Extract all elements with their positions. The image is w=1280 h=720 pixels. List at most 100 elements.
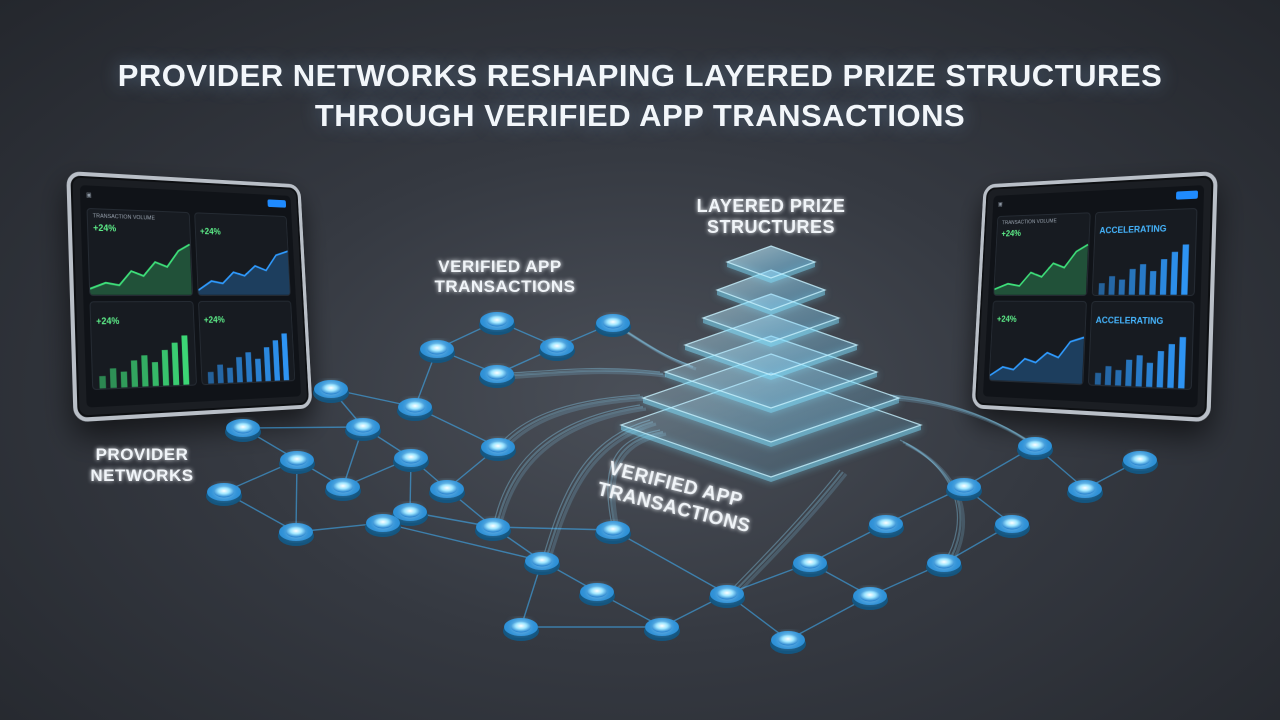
network-node — [480, 438, 516, 461]
network-node — [225, 419, 261, 442]
verified-top-label-line-1: VERIFIED APP — [438, 257, 561, 276]
left-dashboard-tablet: ▣ TRANSACTION VOLUME+24%+24%+24%+24% — [66, 170, 313, 423]
network-node-core — [511, 621, 531, 633]
mini-chart-bar — [161, 350, 170, 386]
transaction-flow-line — [496, 394, 641, 448]
prize-layer — [715, 269, 827, 311]
mini-chart — [196, 238, 290, 295]
network-node-core — [400, 506, 420, 518]
network-node-core — [405, 401, 425, 413]
title-line-1: PROVIDER NETWORKS RESHAPING LAYERED PRIZ… — [117, 58, 1163, 93]
network-node-core — [954, 481, 974, 493]
network-node-core — [333, 481, 353, 493]
network-node-core — [321, 383, 341, 395]
network-node-core — [214, 486, 234, 498]
network-node — [206, 483, 242, 506]
transaction-flow-line — [889, 394, 1036, 447]
transaction-flow-line — [499, 395, 644, 450]
page-title: PROVIDER NETWORKS RESHAPING LAYERED PRIZ… — [0, 56, 1280, 136]
network-node — [994, 515, 1030, 538]
network-node-core — [800, 557, 820, 569]
network-node — [1067, 480, 1103, 503]
dashboard-card: +24% — [988, 300, 1087, 386]
mini-chart-bar — [151, 362, 159, 387]
network-node-core — [353, 421, 373, 433]
transaction-flow-line — [726, 469, 841, 595]
network-node — [1017, 437, 1053, 460]
network-node-core — [487, 368, 507, 380]
prize-layer-edge — [703, 318, 839, 347]
dashboard-card: +24% — [193, 212, 291, 296]
provider-nodes — [206, 312, 1158, 654]
network-node — [644, 618, 680, 641]
network-node — [595, 521, 631, 544]
prize-layer-edge — [727, 262, 815, 283]
network-link — [382, 522, 543, 562]
left-tablet-card-grid: TRANSACTION VOLUME+24%+24%+24%+24% — [80, 204, 300, 395]
layered-prize-stack — [619, 245, 923, 482]
mini-chart-area — [994, 244, 1088, 295]
network-node — [419, 340, 455, 363]
prize-layer — [701, 293, 841, 343]
dashboard-card: TRANSACTION VOLUME+24% — [86, 207, 193, 296]
network-link — [612, 529, 728, 595]
provider-label-line-1: PROVIDER — [96, 445, 189, 464]
network-node — [365, 514, 401, 537]
dashboard-card: TRANSACTION VOLUME+24% — [993, 212, 1091, 296]
network-node-core — [1025, 440, 1045, 452]
transaction-flow-line — [502, 370, 667, 380]
network-node-core — [427, 343, 447, 355]
network-node-core — [401, 452, 421, 464]
network-link — [242, 426, 364, 429]
right-tablet-card-grid: TRANSACTION VOLUME+24%ACCELERATING+24%AC… — [984, 204, 1204, 395]
network-node — [503, 618, 539, 641]
transaction-flow-line — [496, 367, 661, 375]
network-link — [492, 526, 614, 531]
dashboard-card: +24% — [197, 300, 296, 386]
mini-chart-bar — [235, 357, 243, 383]
prize-label-line-1: LAYERED PRIZE — [697, 196, 846, 216]
network-node — [278, 523, 314, 546]
network-node-core — [437, 483, 457, 495]
network-node — [946, 478, 982, 501]
mini-chart-bar — [226, 367, 233, 384]
mini-chart-area — [196, 248, 290, 295]
network-node-core — [286, 526, 306, 538]
right-dashboard-tablet: ▣ TRANSACTION VOLUME+24%ACCELERATING+24%… — [971, 170, 1218, 423]
network-node — [709, 585, 745, 608]
network-node-core — [488, 441, 508, 453]
transaction-flow-line — [497, 407, 647, 532]
mini-chart-bar — [217, 365, 224, 385]
transaction-flow-line — [494, 405, 644, 530]
mini-chart-bar — [181, 335, 190, 386]
network-node — [524, 552, 560, 575]
network-node — [770, 631, 806, 654]
network-node — [595, 314, 631, 337]
network-node — [479, 365, 515, 388]
network-node — [539, 338, 575, 361]
network-node-core — [652, 621, 672, 633]
network-node-core — [287, 454, 307, 466]
network-node-core — [1130, 454, 1150, 466]
transaction-flow-line — [492, 404, 641, 528]
network-node-core — [487, 315, 507, 327]
network-node-core — [233, 422, 253, 434]
dashboard-card: +24% — [89, 300, 197, 391]
verified-top-label-line-2: TRANSACTIONS — [434, 277, 575, 296]
network-node — [475, 518, 511, 541]
mini-chart-bar — [254, 358, 262, 382]
network-node-core — [373, 517, 393, 529]
network-node-core — [547, 341, 567, 353]
network-node-core — [1002, 518, 1022, 530]
network-node — [579, 583, 615, 606]
network-node-core — [934, 557, 954, 569]
network-node — [792, 554, 828, 577]
mini-chart-bar — [171, 342, 180, 386]
transaction-flow-line — [729, 471, 844, 597]
network-node — [429, 480, 465, 503]
network-node-core — [603, 317, 623, 329]
transaction-flow-line — [731, 473, 848, 600]
network-node — [1122, 451, 1158, 474]
network-node — [479, 312, 515, 335]
